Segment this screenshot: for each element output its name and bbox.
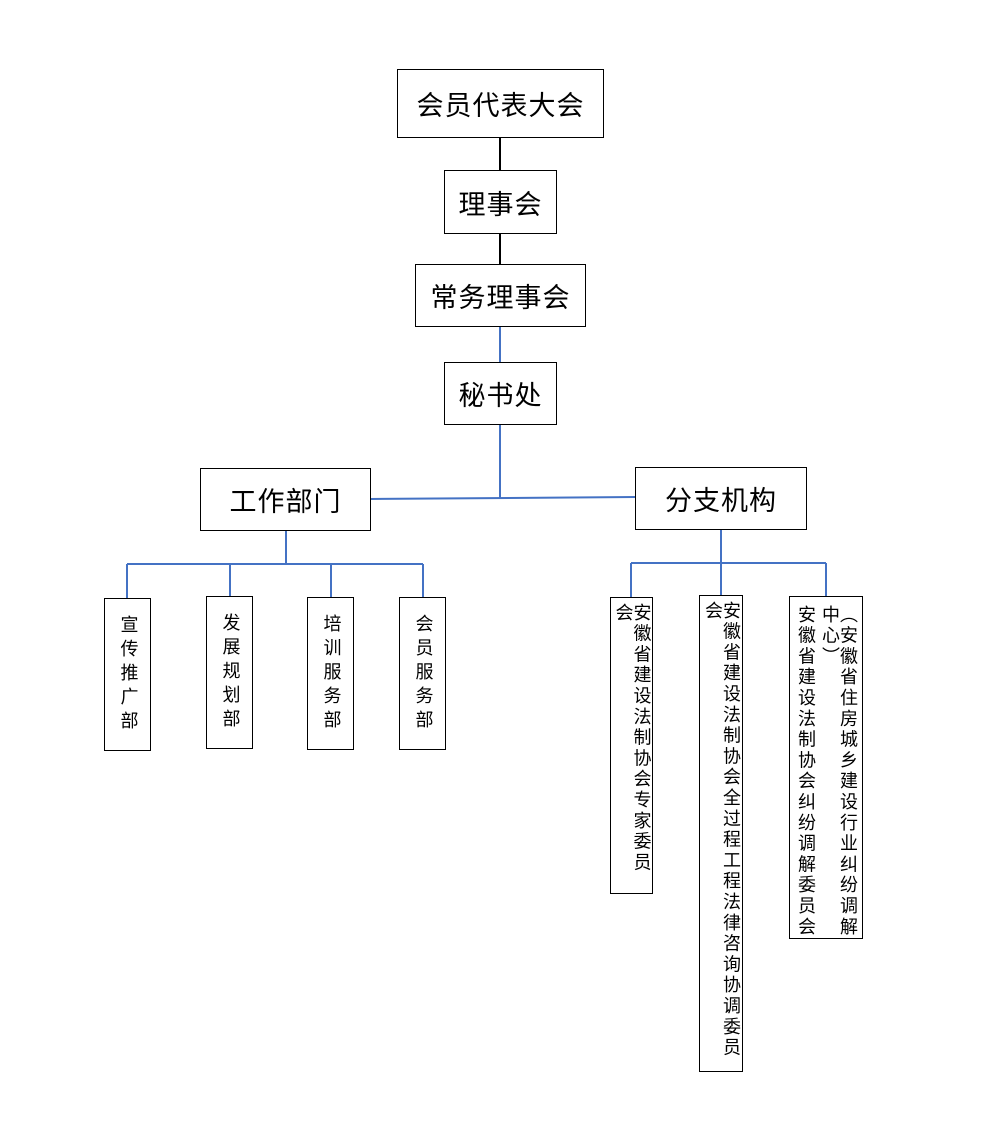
node-secretariat: 秘书处 — [444, 362, 557, 425]
branch-label-expert-committee: 安徽省建设法制协会专家委员会 — [612, 603, 652, 874]
branch-box-mediation-committee: （安徽省住房城乡建设行业纠纷调解中心） 安徽省建设法制协会纠纷调解委员会 — [789, 596, 863, 939]
dept-box-publicity: 宣传推广部 — [104, 598, 151, 751]
branch-label-mediation-committee: 安徽省建设法制协会纠纷调解委员会 — [795, 605, 816, 938]
node-standing-council: 常务理事会 — [415, 264, 586, 327]
node-branches: 分支机构 — [635, 467, 807, 530]
node-branches-label: 分支机构 — [665, 486, 777, 517]
connector-horizontal-main — [369, 496, 637, 500]
dept-label-member-service: 会员服务部 — [412, 613, 434, 734]
dept-label-training: 培训服务部 — [320, 613, 342, 734]
dept-box-member-service: 会员服务部 — [399, 597, 446, 750]
dept-box-training: 培训服务部 — [307, 597, 354, 750]
node-secretariat-label: 秘书处 — [458, 381, 543, 412]
branch-box-consulting-committee: 安徽省建设法制协会全过程工程法律咨询协调委员会 — [699, 595, 743, 1072]
node-congress: 会员代表大会 — [397, 69, 604, 138]
node-council: 理事会 — [444, 170, 557, 234]
node-congress-label: 会员代表大会 — [416, 91, 585, 122]
node-work-departments: 工作部门 — [200, 468, 371, 531]
dept-label-publicity: 宣传推广部 — [117, 614, 139, 735]
node-council-label: 理事会 — [458, 189, 543, 221]
dept-label-development: 发展规划部 — [219, 612, 241, 733]
node-work-departments-label: 工作部门 — [229, 487, 342, 518]
branch-label-consulting-committee: 安徽省建设法制协会全过程工程法律咨询协调委员会 — [702, 601, 741, 1059]
branch-box-expert-committee: 安徽省建设法制协会专家委员会 — [610, 597, 653, 894]
branch-label-mediation-center: （安徽省住房城乡建设行业纠纷调解中心） — [819, 605, 858, 938]
node-standing-council-label: 常务理事会 — [430, 283, 571, 314]
dept-box-development: 发展规划部 — [206, 596, 253, 749]
